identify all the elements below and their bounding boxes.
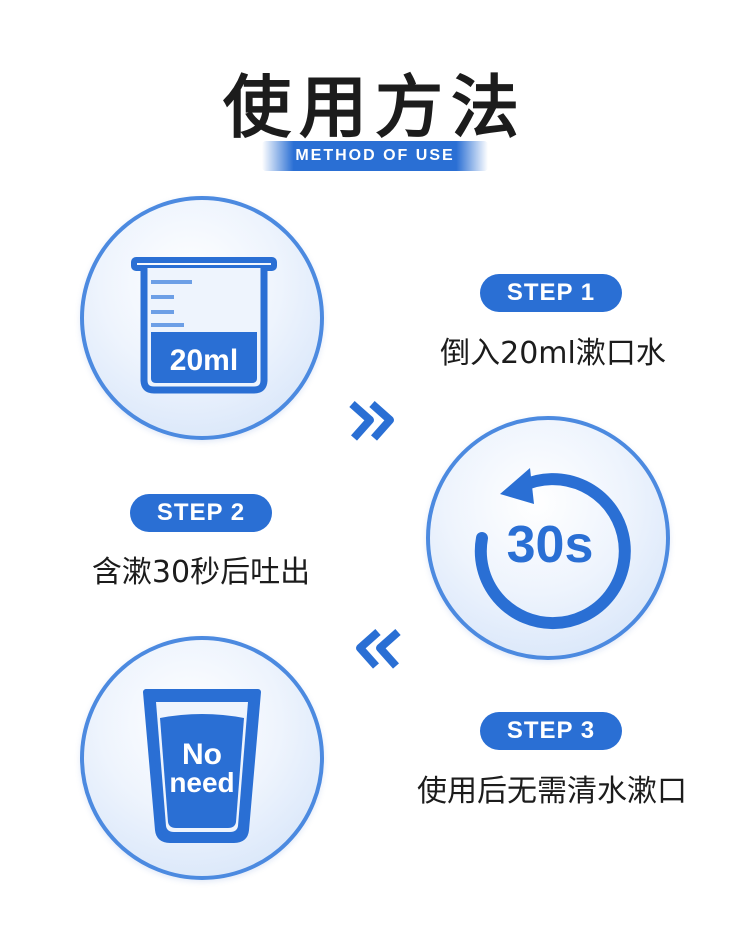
cup-label-line1: No [182, 738, 222, 771]
cup-icon: No need [143, 689, 261, 843]
step3-circle: No need [80, 636, 324, 880]
step2-circle: 30s [426, 416, 670, 660]
chevron-double-left-icon [356, 629, 401, 669]
chevron-double-right-icon [349, 401, 394, 441]
beaker-label: 20ml [170, 344, 238, 377]
page-title: 使用方法 [222, 69, 527, 148]
subtitle-banner: METHOD OF USE [262, 141, 488, 171]
step1-badge: STEP 1 [480, 274, 622, 312]
step1-circle: 20ml [80, 196, 324, 440]
timer-icon: 30s [474, 468, 631, 630]
subtitle-text: METHOD OF USE [295, 147, 455, 164]
cup-label-line2: need [169, 767, 234, 798]
step1-text: 倒入20ml漱口水 [440, 336, 666, 371]
step3-text: 使用后无需清水漱口 [417, 774, 687, 809]
timer-label: 30s [507, 516, 594, 574]
step2-badge: STEP 2 [130, 494, 272, 532]
beaker-icon: 20ml [131, 257, 277, 394]
step2-text: 含漱30秒后吐出 [91, 555, 311, 590]
step3-badge: STEP 3 [480, 712, 622, 750]
